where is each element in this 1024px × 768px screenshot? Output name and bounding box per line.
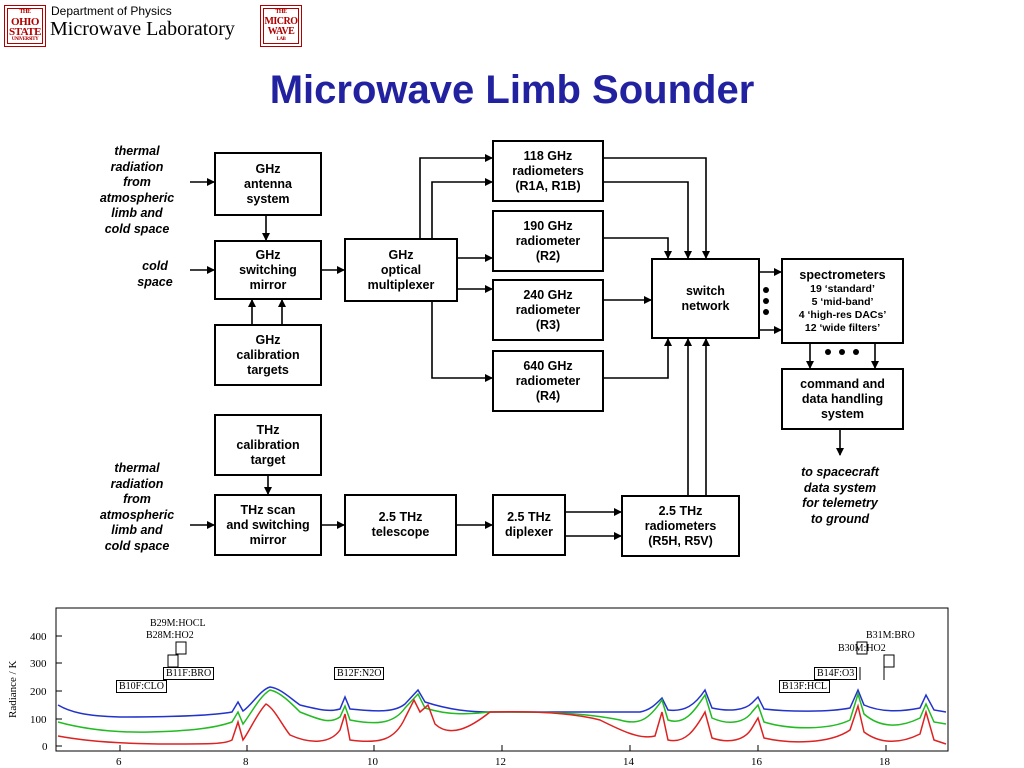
- y-tick: 300: [30, 658, 47, 670]
- ohio-state-logo: THE OHIO STATE UNIVERSITY: [4, 5, 46, 47]
- x-tick: 16: [751, 756, 763, 768]
- lab-name: Microwave Laboratory: [50, 18, 235, 40]
- spectrometers-box: spectrometers 19 ‘standard’ 5 ‘mid-band’…: [781, 258, 904, 344]
- spectrometers-line: 19 ‘standard’: [810, 282, 875, 295]
- to-spacecraft-note: to spacecraft data system for telemetry …: [801, 465, 879, 526]
- y-tick-labels: 400 300 200 100 0: [30, 631, 48, 753]
- band-label-b10: B10F:CLO: [116, 680, 168, 693]
- radiometer-240-box: 240 GHz radiometer (R3): [492, 279, 604, 341]
- x-tick: 18: [879, 756, 891, 768]
- page-title: Microwave Limb Sounder: [269, 68, 755, 112]
- band-label-b31: B31M:BRO: [866, 630, 915, 641]
- y-tick: 200: [30, 686, 47, 698]
- band-bracket-lines: [167, 641, 895, 680]
- logo-bottom-text: UNIVERSITY: [11, 37, 39, 42]
- radiometer-640-box: 640 GHz radiometer (R4): [492, 350, 604, 412]
- x-tick: 8: [243, 756, 249, 768]
- x-tick: 12: [495, 756, 506, 768]
- logo-top-text: THE: [19, 9, 31, 15]
- spectrometers-line: 4 ‘high-res DACs’: [798, 308, 887, 321]
- cold-space-note: cold space: [137, 259, 173, 289]
- thz-diplexer-box: 2.5 THz diplexer: [492, 494, 566, 556]
- x-tick: 14: [623, 756, 635, 768]
- logo-top-text: THE: [275, 9, 287, 15]
- spectrometers-line: 12 ‘wide filters’: [804, 321, 881, 334]
- y-tick: 100: [30, 714, 47, 726]
- radiometer-190-box: 190 GHz radiometer (R2): [492, 210, 604, 272]
- band-label-b13: B13F:HCL: [779, 680, 831, 693]
- logo-frame: [7, 8, 43, 44]
- thz-telescope-box: 2.5 THz telescope: [344, 494, 457, 556]
- command-data-handling-box: command and data handling system: [781, 368, 904, 430]
- y-axis-label: Radiance / K: [7, 661, 19, 718]
- thermal-radiation-note-top: thermal radiation from atmospheric limb …: [99, 144, 175, 236]
- microwave-lab-logo: THE MICRO WAVE LAB: [260, 5, 302, 47]
- radiometer-118-box: 118 GHz radiometers (R1A, R1B): [492, 140, 604, 202]
- y-tick: 0: [42, 741, 48, 753]
- x-tick-labels: 6 8 10 12 14 16 18: [116, 756, 891, 768]
- logo-line1: OHIO: [11, 16, 39, 28]
- logo-line1: MICRO: [264, 16, 298, 27]
- ghz-calibration-box: GHz calibration targets: [214, 324, 322, 386]
- logo-frame: [263, 8, 299, 44]
- band-label-b28: B28M:HO2: [146, 630, 194, 641]
- band-label-b14: B14F:O3: [814, 667, 858, 680]
- spectrometers-title: spectrometers: [799, 267, 886, 282]
- switch-network-box: switch network: [651, 258, 760, 339]
- ghz-antenna-box: GHz antenna system: [214, 152, 322, 216]
- thz-radiometers-box: 2.5 THz radiometers (R5H, R5V): [621, 495, 740, 557]
- logo-line2: STATE: [9, 26, 41, 38]
- spectrum-curve-red: [57, 698, 947, 745]
- ghz-switching-mirror-box: GHz switching mirror: [214, 240, 322, 300]
- department-name: Department of Physics: [51, 4, 172, 18]
- thermal-radiation-note-bottom: thermal radiation from atmospheric limb …: [99, 461, 175, 553]
- spectrometers-line: 5 ‘mid-band’: [811, 295, 874, 308]
- thz-calibration-box: THz calibration target: [214, 414, 322, 476]
- x-tick: 10: [367, 756, 379, 768]
- ellipsis-dots: [763, 287, 859, 355]
- thz-scan-mirror-box: THz scan and switching mirror: [214, 494, 322, 556]
- x-tick: 6: [116, 756, 122, 768]
- band-label-b30: B30M:HO2: [838, 643, 886, 654]
- ghz-optical-multiplexer-box: GHz optical multiplexer: [344, 238, 458, 302]
- y-tick: 400: [30, 631, 47, 643]
- band-label-b12: B12F:N2O: [334, 667, 385, 680]
- logo-bottom-text: LAB: [276, 37, 286, 42]
- spectrum-curve-blue: [57, 686, 947, 718]
- band-label-b29: B29M:HOCL: [150, 618, 206, 629]
- logo-line2: WAVE: [267, 26, 295, 37]
- band-label-b11: B11F:BRO: [163, 667, 215, 680]
- spectrum-curve-green: [57, 689, 947, 733]
